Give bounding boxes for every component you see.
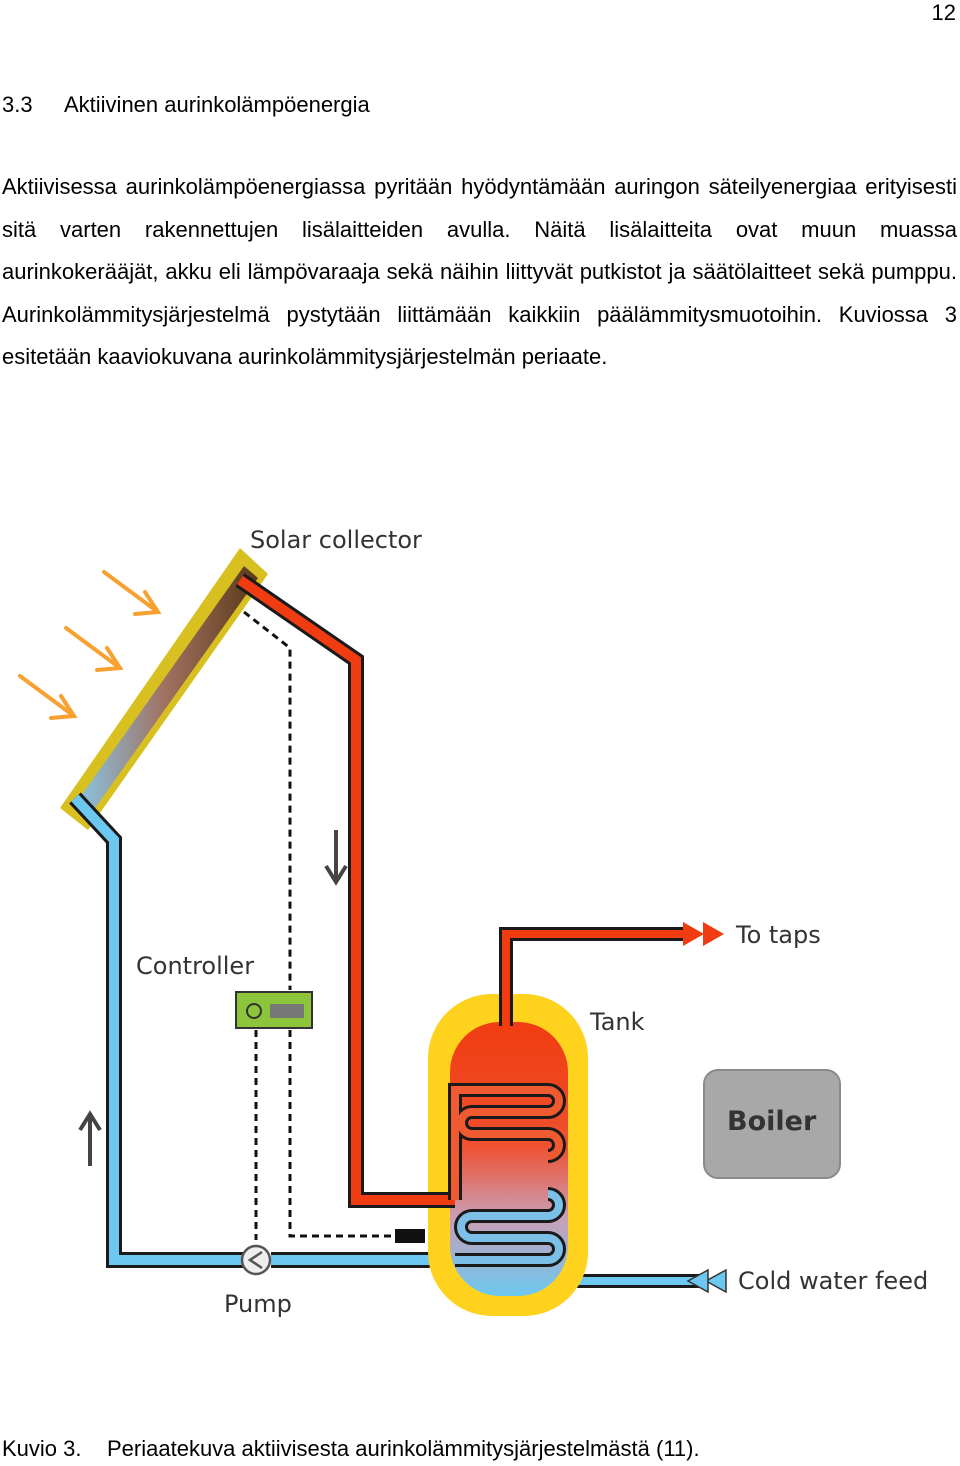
cold-feed-arrow-icon [686,1268,727,1294]
cold-return-pipe [69,792,455,1268]
figure-caption: Kuvio 3. Periaatekuva aktiivisesta aurink… [2,1436,700,1462]
caption-text: Periaatekuva aktiivisesta aurinkolämmity… [107,1436,700,1461]
label-controller: Controller [136,952,254,980]
heating-coils [448,1083,566,1267]
label-solar-collector: Solar collector [250,526,422,554]
tank-sensor [395,1229,425,1243]
to-taps-pipe [499,927,690,1026]
body-paragraph: Aktiivisessa aurinkolämpöenergiassa pyri… [2,174,957,370]
boiler [703,1069,841,1179]
label-pump: Pump [224,1290,292,1318]
page-number: 12 [931,0,956,25]
up-arrow-icon [78,1110,102,1166]
to-taps-arrow-icon [683,922,724,946]
caption-label: Kuvio 3. [2,1436,82,1461]
controller-wires [243,610,395,1240]
section-number: 3.3 [2,92,33,117]
label-tank: Tank [589,1008,645,1036]
label-cold-water-feed: Cold water feed [738,1267,928,1295]
sun-rays [18,570,162,720]
section-heading: 3.3 Aktiivinen aurinkolämpöenergia [2,92,370,118]
hot-flow-pipe [235,573,455,1208]
section-title: Aktiivinen aurinkolämpöenergia [64,92,370,117]
label-to-taps: To taps [735,921,821,949]
solar-heating-diagram: Solar collector Controller To taps Tank … [0,500,960,1350]
down-arrow-icon [324,830,348,886]
pump [240,1244,272,1276]
label-boiler: Boiler [727,1106,817,1137]
solar-collector-panel [60,548,268,830]
diagram-svg: Solar collector Controller To taps Tank … [18,526,928,1318]
controller-box [235,991,313,1029]
